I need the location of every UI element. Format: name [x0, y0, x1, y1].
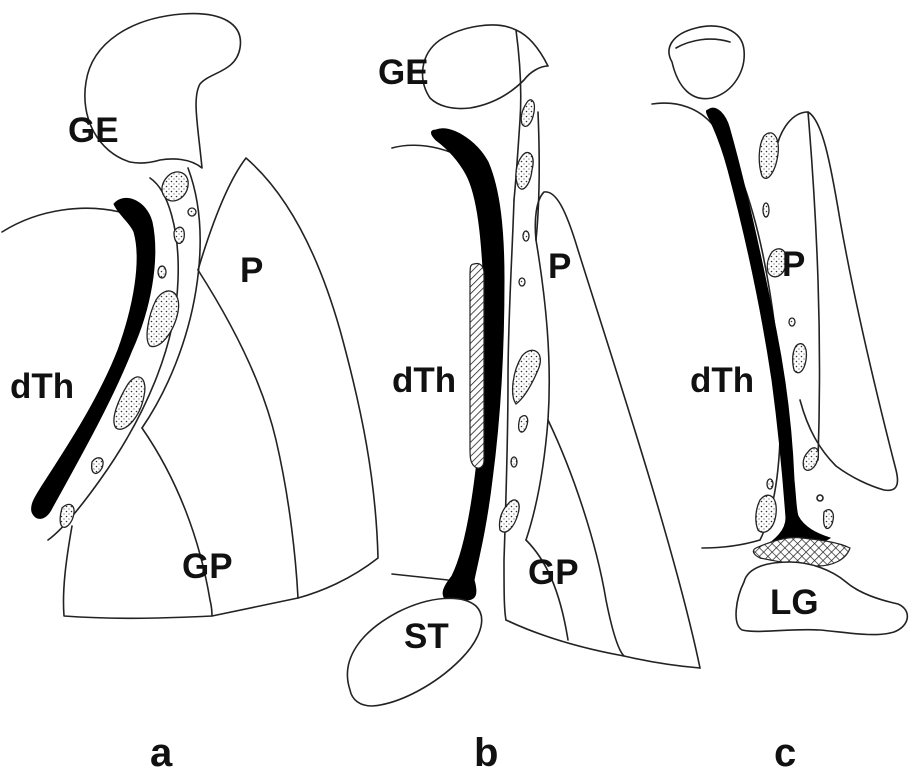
panel-c-crosshatched [753, 537, 850, 566]
panel-c-p-outline [776, 112, 898, 490]
panel-c-island-5 [793, 344, 807, 373]
panel-c-island-9 [824, 510, 834, 529]
label-b-st: ST [404, 617, 449, 656]
label-a-ge: GE [68, 111, 119, 150]
panel-a-capsule-outline [48, 178, 178, 540]
panel-c-island-7 [756, 495, 776, 532]
panel-b-island-6 [519, 416, 528, 432]
label-b-gp: GP [528, 553, 579, 592]
panel-b-island-8 [499, 500, 519, 532]
panel-a-bottom [63, 526, 298, 618]
panel-b-island-2 [516, 152, 533, 189]
label-c-lg: LG [770, 583, 819, 622]
label-b-p: P [548, 247, 571, 286]
panel-c-island-6 [803, 448, 818, 471]
panel-b-island-3 [523, 231, 529, 241]
panel-letter-a: a [150, 731, 173, 775]
panel-a-p-outline [198, 158, 378, 598]
panel-b-island-4 [519, 278, 525, 286]
label-a-gp: GP [182, 547, 233, 586]
panel-c-capsule-outline [808, 112, 820, 460]
panel-a [2, 14, 378, 619]
panel-c-island-1 [759, 133, 778, 178]
panel-a-island-7 [158, 266, 166, 278]
label-a-dth: dTh [10, 367, 74, 406]
panel-a-island-6 [60, 504, 74, 527]
label-c-dth: dTh [690, 361, 754, 400]
panel-b-capsule-outline-2 [536, 112, 539, 240]
panel-b-ge-outline [423, 25, 548, 108]
panel-b-island-7 [511, 457, 517, 467]
panel-b-island-1 [521, 100, 534, 127]
panel-letter-c: c [774, 731, 796, 775]
panel-letter-b: b [474, 731, 498, 775]
panel-c-island-10 [817, 495, 823, 501]
panel-a-gp-outline [142, 428, 212, 616]
label-b-ge: GE [378, 53, 429, 92]
panel-c [652, 26, 907, 635]
panel-a-island-1 [162, 172, 188, 201]
panel-c-island-2 [763, 203, 769, 217]
panel-a-island-2 [174, 227, 184, 243]
panel-c-island-4 [789, 318, 795, 326]
panel-b-dth-bottom [392, 574, 448, 580]
panel-a-island-8 [188, 208, 196, 216]
panel-b-hatched-strip [470, 263, 484, 468]
panel-b-gp-inner [548, 420, 624, 656]
panel-a-island-4 [114, 377, 145, 429]
label-a-p: P [240, 251, 263, 290]
panel-a-island-5 [92, 458, 103, 474]
panel-c-ge-outline [669, 26, 744, 99]
panel-b-bottom [506, 620, 700, 668]
panel-b-p-inner [526, 240, 549, 540]
panel-b-island-5 [513, 350, 541, 404]
label-b-dth: dTh [392, 361, 456, 400]
panel-c-lg-outline [736, 562, 907, 635]
panel-c-island-8 [767, 479, 773, 489]
label-c-p: P [782, 245, 805, 284]
panel-a-island-3 [147, 291, 179, 347]
panel-b-capsule-outline-1 [504, 200, 514, 620]
